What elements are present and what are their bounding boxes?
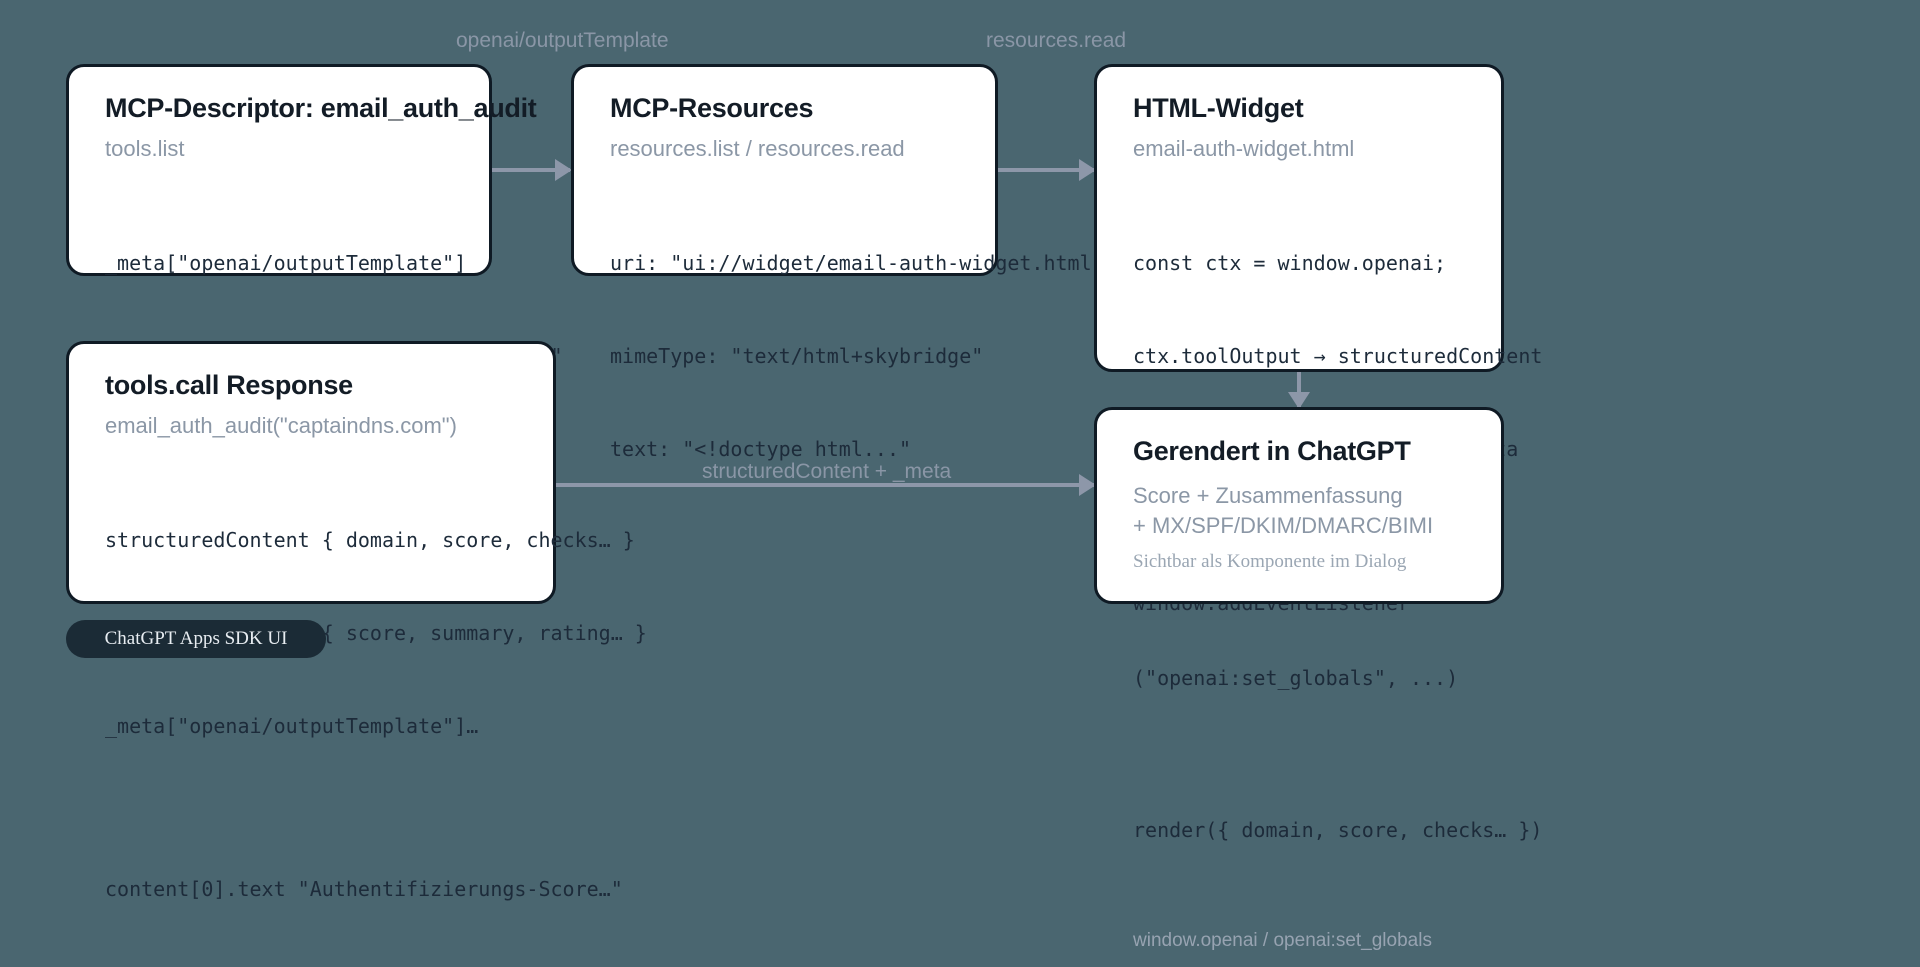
code-line: _meta["openai/outputTemplate"] bbox=[105, 251, 467, 275]
rendered-note: Sichtbar als Komponente im Dialog bbox=[1133, 551, 1407, 572]
diagram-canvas: openai/outputTemplate resources.read str… bbox=[0, 0, 1920, 840]
card-subtitle-descriptor: tools.list bbox=[105, 136, 185, 161]
arrow-descriptor-to-resources bbox=[492, 168, 570, 172]
code-line: render({ domain, score, checks… }) bbox=[1133, 818, 1543, 842]
arrow-label-output-template: openai/outputTemplate bbox=[456, 29, 669, 52]
arrow-label-resources-read: resources.read bbox=[986, 29, 1127, 52]
code-line: _meta["openai/outputTemplate"]… bbox=[105, 714, 479, 738]
code-line: uri: "ui://widget/email-auth-widget.html… bbox=[610, 251, 1104, 275]
card-title-descriptor: MCP-Descriptor: email_auth_audit bbox=[105, 93, 537, 123]
card-code-resources: uri: "ui://widget/email-auth-widget.html… bbox=[610, 186, 1104, 527]
card-html-widget: HTML-Widget email-auth-widget.html const… bbox=[1094, 64, 1543, 951]
code-line: ("openai:set_globals", ...) bbox=[1133, 666, 1459, 690]
arrow-response-to-rendered bbox=[556, 483, 1094, 487]
card-mcp-descriptor: MCP-Descriptor: email_auth_audit tools.l… bbox=[66, 64, 563, 537]
arrow-resources-to-widget bbox=[998, 168, 1094, 172]
card-subtitle-widget: email-auth-widget.html bbox=[1133, 136, 1355, 161]
card-title-response: tools.call Response bbox=[105, 370, 353, 400]
code-line: text: "<!doctype html..." bbox=[610, 437, 912, 461]
badge-chatgpt-apps-sdk-ui: ChatGPT Apps SDK UI bbox=[66, 620, 326, 658]
card-footer-widget: window.openai / openai:set_globals bbox=[1133, 930, 1432, 951]
card-title-rendered: Gerendert in ChatGPT bbox=[1133, 436, 1411, 466]
card-rendered-in-chatgpt: Gerendert in ChatGPT Score + Zusammenfas… bbox=[1094, 407, 1504, 604]
card-subtitle-resources: resources.list / resources.read bbox=[610, 136, 905, 161]
code-line: mimeType: "text/html+skybridge" bbox=[610, 344, 984, 368]
card-title-resources: MCP-Resources bbox=[610, 93, 814, 123]
code-line: const ctx = window.openai; bbox=[1133, 251, 1447, 275]
arrow-label-structured-content: structuredContent + _meta bbox=[702, 460, 952, 483]
arrow-widget-to-rendered bbox=[1297, 372, 1301, 407]
card-subtitle-response: email_auth_audit("captaindns.com") bbox=[105, 413, 457, 438]
card-mcp-resources: MCP-Resources resources.list / resources… bbox=[571, 64, 1104, 461]
code-line: ctx.toolOutput → structuredContent bbox=[1133, 344, 1543, 368]
rendered-line: Score + Zusammenfassung bbox=[1133, 483, 1403, 508]
card-code-response-content: content[0].text "Authentifizierungs-Scor… bbox=[105, 812, 623, 967]
card-code-widget-render: render({ domain, score, checks… }) bbox=[1133, 753, 1543, 908]
code-line: structuredContent { domain, score, check… bbox=[105, 528, 635, 552]
code-line: content[0].text "Authentifizierungs-Scor… bbox=[105, 877, 623, 901]
rendered-line: + MX/SPF/DKIM/DMARC/BIMI bbox=[1133, 513, 1434, 538]
card-tools-call-response: tools.call Response email_auth_audit("ca… bbox=[66, 341, 647, 901]
card-title-widget: HTML-Widget bbox=[1133, 93, 1304, 123]
